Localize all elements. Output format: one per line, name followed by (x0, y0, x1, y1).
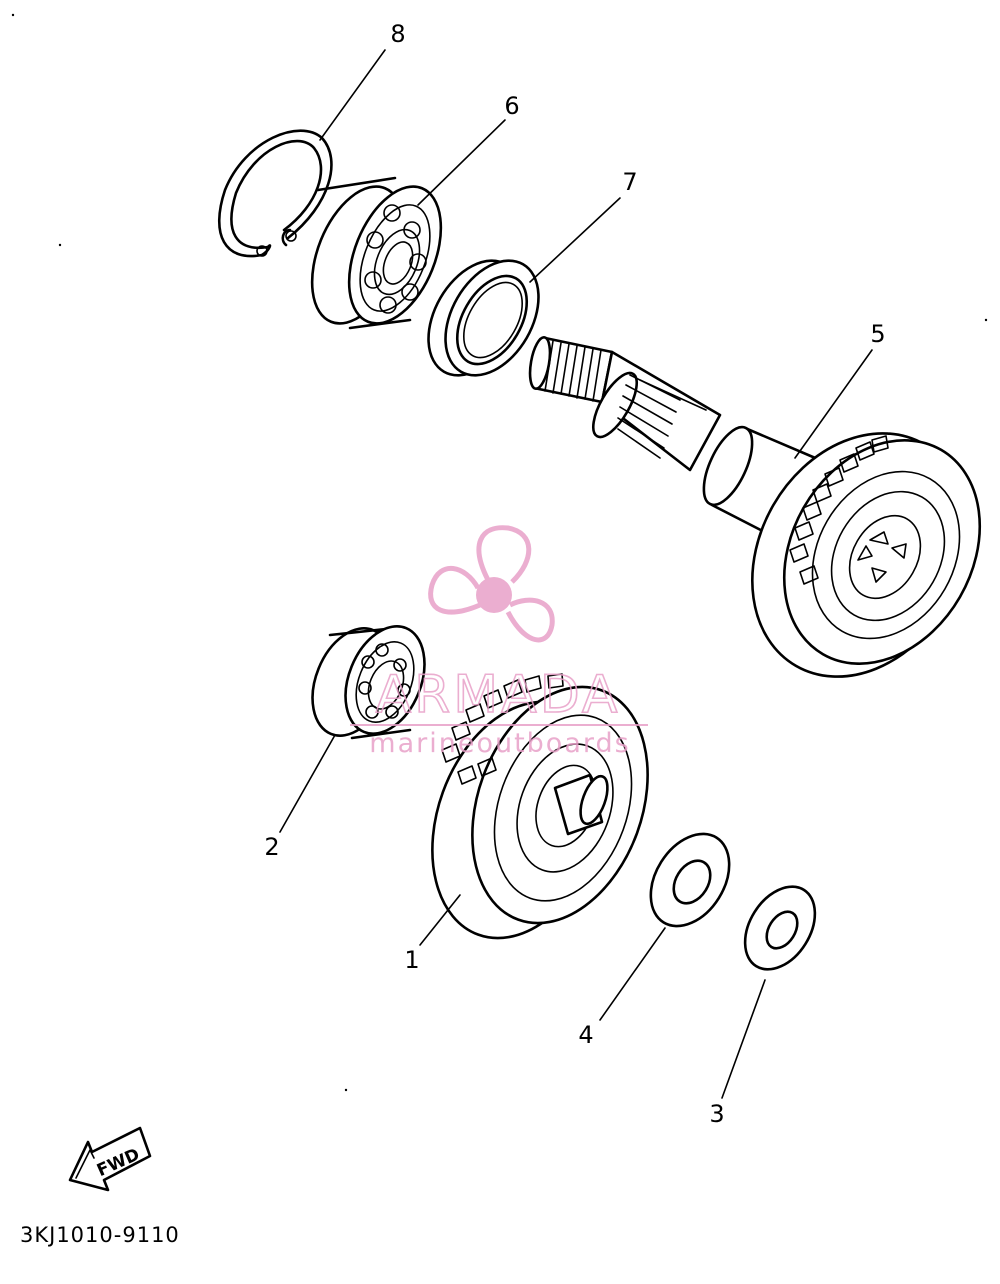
scan-dot (11, 13, 15, 17)
callout-1: 1 (404, 946, 419, 974)
part-2-bearing (311, 625, 426, 740)
callout-6: 6 (504, 92, 519, 120)
part-4-washer (649, 832, 731, 928)
leader-2 (279, 734, 336, 833)
leader-4 (599, 927, 666, 1021)
reference-code: 3KJ1010-9110 (20, 1223, 180, 1247)
leader-7 (529, 197, 621, 283)
leader-3 (721, 979, 766, 1099)
part-3-washer (743, 885, 817, 971)
part-7-oil-seal (427, 259, 540, 377)
callout-5: 5 (870, 320, 885, 348)
part-1-drive-gear (431, 673, 649, 940)
leader-8 (319, 49, 386, 141)
propeller-logo (428, 525, 555, 643)
leader-lines (279, 49, 873, 1099)
part-5-shaft-gear (528, 336, 982, 678)
propeller-hub (476, 577, 512, 613)
callout-2: 2 (264, 833, 279, 861)
callout-7: 7 (622, 168, 637, 196)
fwd-arrow: FWD (68, 1126, 152, 1192)
watermark-sub: marineoutboards (369, 728, 630, 759)
scan-dot (344, 1088, 348, 1092)
leader-6 (417, 119, 506, 206)
watermark-brand: ARMADA (376, 665, 621, 725)
leader-1 (419, 894, 461, 946)
callout-3: 3 (709, 1100, 724, 1128)
scan-dot (58, 243, 62, 247)
callout-4: 4 (578, 1021, 593, 1049)
scan-dot (984, 318, 988, 322)
leader-5 (794, 349, 873, 459)
part-8-circlip (217, 129, 333, 258)
part-6-bearing (310, 176, 443, 330)
watermark: ARMADA marineoutboards (350, 525, 648, 759)
callout-8: 8 (390, 20, 405, 48)
